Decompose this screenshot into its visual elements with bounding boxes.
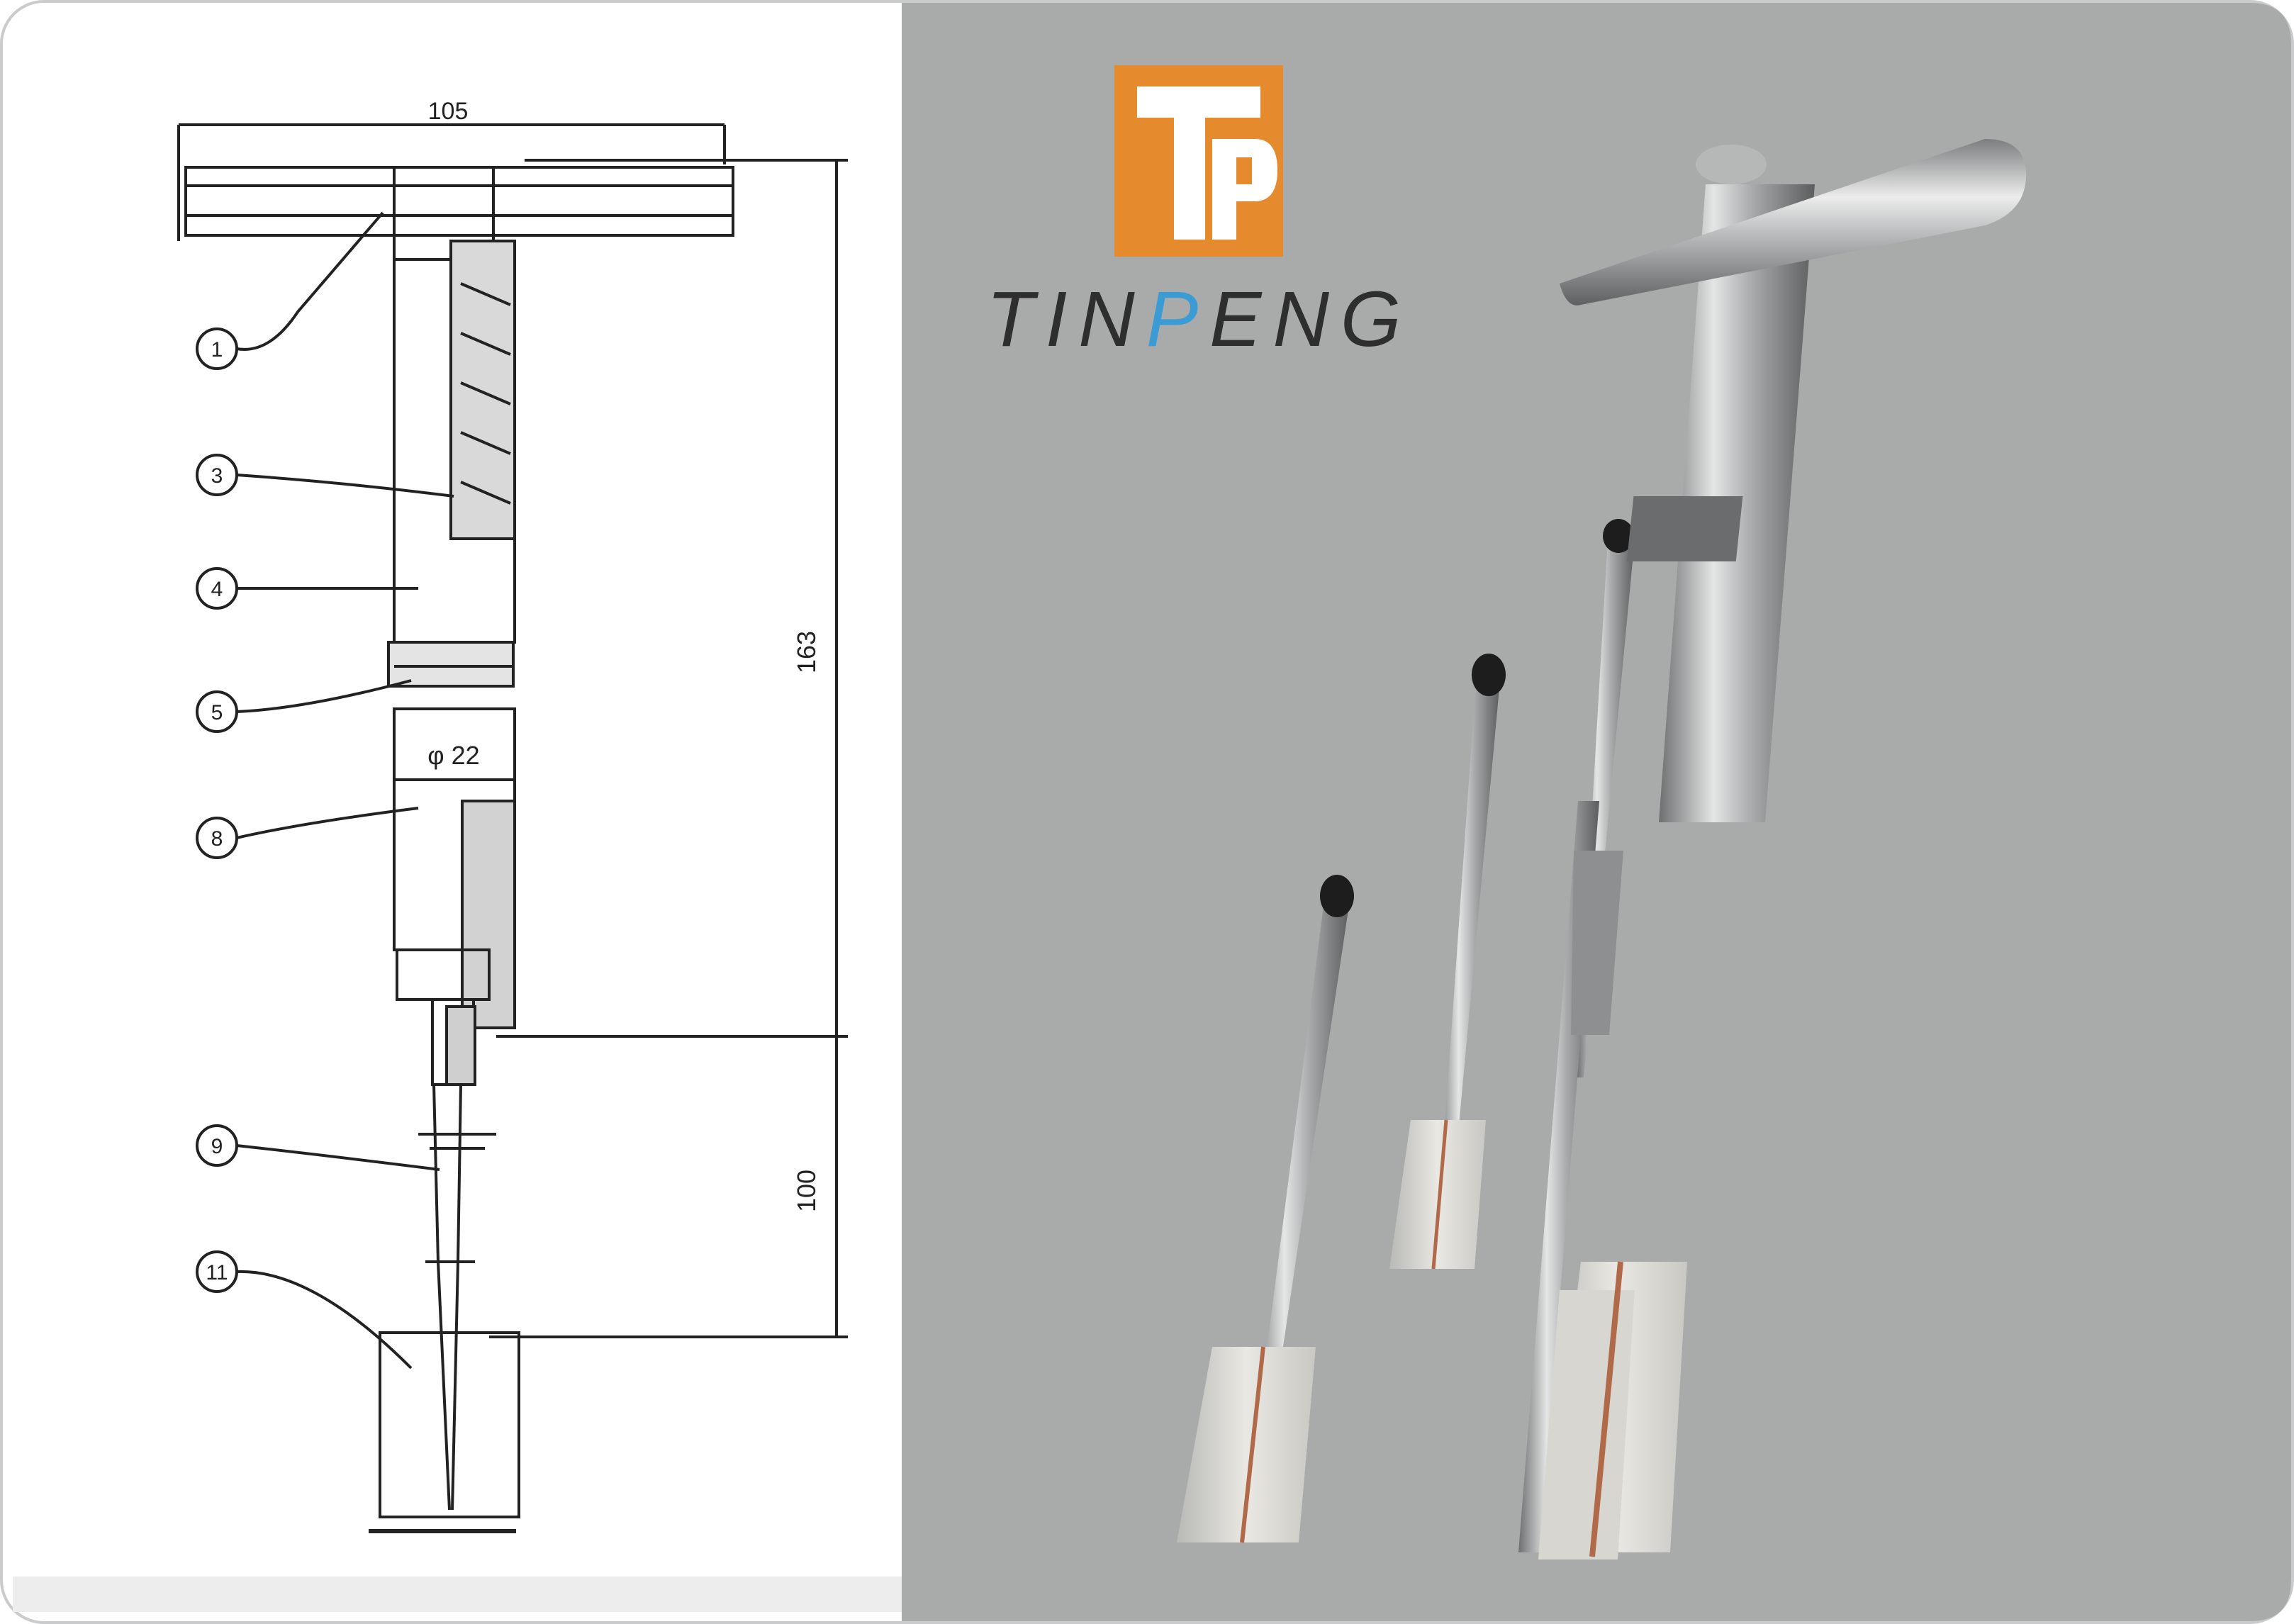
t-handle-vane-tester: [1518, 139, 2027, 1559]
rod-vane-drawing: [369, 1084, 520, 1533]
callout-1: 1: [211, 338, 223, 362]
callout-4: 4: [211, 578, 223, 601]
tp-logo-icon: [1114, 65, 1283, 257]
dimension-100-label: 100: [792, 1170, 821, 1212]
dimension-105: [177, 123, 726, 241]
callout-11: 11: [206, 1261, 228, 1284]
small-vane-b: [1389, 654, 1506, 1270]
brand-name: TINPENG: [987, 276, 1413, 363]
callout-5: 5: [211, 701, 223, 724]
dimension-100: [489, 1036, 848, 1338]
callout-3: 3: [211, 464, 223, 488]
small-vane-a: [1177, 875, 1354, 1543]
diameter-label: φ 22: [427, 741, 479, 770]
callouts: [196, 211, 454, 1370]
product-photo-panel: TINPENG: [902, 3, 2291, 1621]
dimension-105-label: 105: [428, 98, 469, 125]
body-drawing: [387, 166, 837, 1086]
dimension-163-label: 163: [792, 631, 821, 673]
technical-drawing-panel: 105 163: [13, 20, 902, 1612]
callout-9: 9: [211, 1135, 223, 1158]
callout-8: 8: [211, 827, 223, 851]
